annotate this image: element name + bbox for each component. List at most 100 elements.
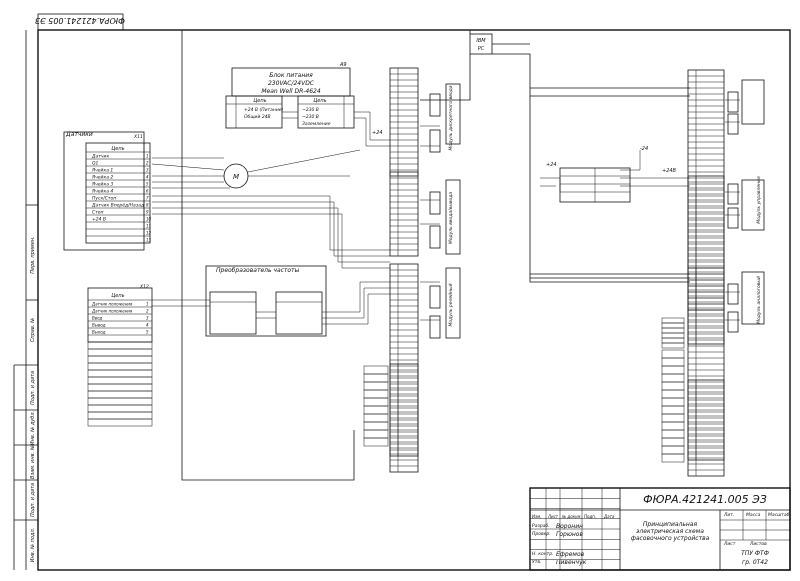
converter-row-label: Датчик положения: [91, 309, 133, 314]
svg-text:M: M: [233, 173, 239, 181]
converter-row-label: Вывод: [92, 323, 106, 328]
svg-text:электрическая схема: электрическая схема: [636, 528, 704, 535]
svg-text:10: 10: [146, 217, 152, 222]
svg-text:8: 8: [146, 203, 149, 208]
svg-text:Заземление: Заземление: [302, 121, 331, 127]
svg-text:5: 5: [146, 330, 149, 335]
svg-text:PC: PC: [478, 46, 485, 52]
svg-text:Цепь: Цепь: [253, 98, 266, 104]
power-supply-block: A9 Блок питания 230VAC/24VDC Mean Well D…: [225, 62, 355, 129]
svg-text:Утв.: Утв.: [532, 559, 541, 565]
svg-text:Инв. № подл.: Инв. № подл.: [30, 528, 36, 563]
svg-text:Подп.: Подп.: [584, 514, 596, 519]
sensor-row-label: +24 В: [92, 217, 106, 223]
svg-text:Общий 24В: Общий 24В: [244, 114, 271, 120]
svg-text:~230 В: ~230 В: [302, 114, 319, 120]
svg-text:~230 В: ~230 В: [302, 107, 319, 113]
svg-text:Принципиальная: Принципиальная: [643, 521, 698, 528]
power-label: -24: [640, 146, 648, 152]
svg-text:7: 7: [146, 196, 149, 201]
module-label: Модуль релейный: [448, 283, 454, 326]
svg-text:Листов: Листов: [749, 541, 767, 547]
sensor-row-label: Ячейка 2: [91, 175, 113, 181]
svg-text:гр. 0Т42: гр. 0Т42: [742, 559, 768, 566]
drawing-code: ФЮРА.421241.005 ЭЗ: [643, 493, 767, 506]
wiring: [151, 29, 740, 481]
svg-text:Взам. инв. №: Взам. инв. №: [30, 445, 36, 479]
svg-text:Воронин: Воронин: [556, 523, 583, 530]
svg-text:Цепь: Цепь: [313, 98, 326, 104]
svg-text:Провер.: Провер.: [532, 531, 551, 537]
svg-text:+24 В (Питание): +24 В (Питание): [244, 107, 284, 113]
svg-text:Датчики: Датчики: [65, 131, 93, 138]
sensor-row-label: Датчик: [91, 154, 109, 160]
power-label: +24В: [662, 168, 677, 174]
motor-symbol: M: [223, 163, 249, 189]
top-code: ФЮРА.421241.005 ЭЗ: [35, 16, 125, 25]
svg-text:3: 3: [146, 168, 149, 173]
title-block: ФЮРА.421241.005 ЭЗ Принципиальная электр…: [529, 487, 791, 571]
module-label: Модуль дискретного ввода: [448, 85, 454, 150]
power-label: +24: [372, 130, 383, 136]
svg-text:Лит.: Лит.: [723, 512, 734, 518]
svg-text:11: 11: [146, 224, 151, 229]
svg-text:IBM: IBM: [476, 38, 486, 44]
svg-text:Цепь: Цепь: [111, 146, 124, 152]
svg-text:Изм.: Изм.: [532, 514, 541, 519]
controller-columns: [363, 67, 765, 477]
sensor-row-label: Q1: [92, 161, 99, 167]
svg-text:Преобразователь частоты: Преобразователь частоты: [216, 267, 300, 274]
power-label: +24: [546, 162, 557, 168]
sensor-row-label: Ячейка 1: [91, 168, 113, 174]
interface-block: [559, 167, 631, 203]
svg-text:Подп. и дата: Подп. и дата: [30, 371, 36, 405]
svg-text:5: 5: [146, 182, 149, 187]
svg-text:Пивенчук: Пивенчук: [556, 559, 587, 566]
svg-text:2: 2: [146, 309, 149, 314]
module-label: Модуль ввода/вывода: [448, 192, 454, 245]
svg-text:Справ. №: Справ. №: [30, 318, 36, 342]
svg-text:Разраб.: Разраб.: [532, 523, 550, 529]
side-strip: Перв. примен. Справ. № Подп. и дата Инв.…: [13, 30, 38, 570]
converter-block: Преобразователь частоты: [205, 265, 327, 337]
sensor-row-label: Пуск/Стоп: [92, 196, 116, 202]
svg-text:2: 2: [146, 161, 149, 166]
sensor-row-label: Датчик Вперёд/Назад: [91, 203, 144, 209]
svg-text:Перв. примен.: Перв. примен.: [30, 236, 36, 274]
svg-text:Подп. и дата: Подп. и дата: [30, 483, 36, 517]
svg-text:1: 1: [146, 154, 149, 159]
svg-text:9: 9: [146, 210, 149, 215]
svg-text:6: 6: [146, 189, 149, 194]
converter-row-label: Ввод: [92, 316, 103, 321]
svg-text:ТПУ ФТФ: ТПУ ФТФ: [741, 550, 769, 557]
svg-text:Лист: Лист: [723, 541, 736, 547]
svg-text:230VAC/24VDC: 230VAC/24VDC: [268, 80, 315, 87]
svg-text:12: 12: [146, 231, 152, 236]
svg-text:X12: X12: [139, 284, 149, 290]
svg-text:X11: X11: [133, 134, 143, 140]
converter-row-label: Выход: [92, 330, 106, 335]
svg-text:Цепь: Цепь: [111, 293, 124, 299]
svg-text:№ докум.: № докум.: [561, 514, 582, 519]
top-code-box: [37, 13, 124, 31]
module-label: Модуль управления: [756, 176, 762, 224]
svg-text:Лист: Лист: [547, 514, 559, 519]
svg-text:Ефремов: Ефремов: [556, 551, 585, 558]
svg-text:Mean Well DR-4624: Mean Well DR-4624: [261, 88, 321, 95]
ibm-pc-box: IBM PC: [469, 33, 493, 55]
sensor-row-label: Стоп: [92, 210, 104, 216]
svg-text:Горюнов: Горюнов: [556, 531, 583, 538]
svg-text:фасовочного устройства: фасовочного устройства: [631, 535, 710, 542]
module-label: Модуль аналоговый: [756, 276, 762, 324]
svg-text:Масса: Масса: [746, 512, 761, 518]
svg-text:3: 3: [146, 316, 149, 321]
converter-row-label: Датчик положения: [91, 302, 133, 307]
sensor-row-label: Ячейка 4: [91, 189, 113, 195]
svg-text:1: 1: [146, 302, 149, 307]
svg-text:Масштаб: Масштаб: [768, 512, 790, 518]
svg-text:A9: A9: [339, 62, 347, 68]
svg-text:4: 4: [146, 323, 149, 328]
